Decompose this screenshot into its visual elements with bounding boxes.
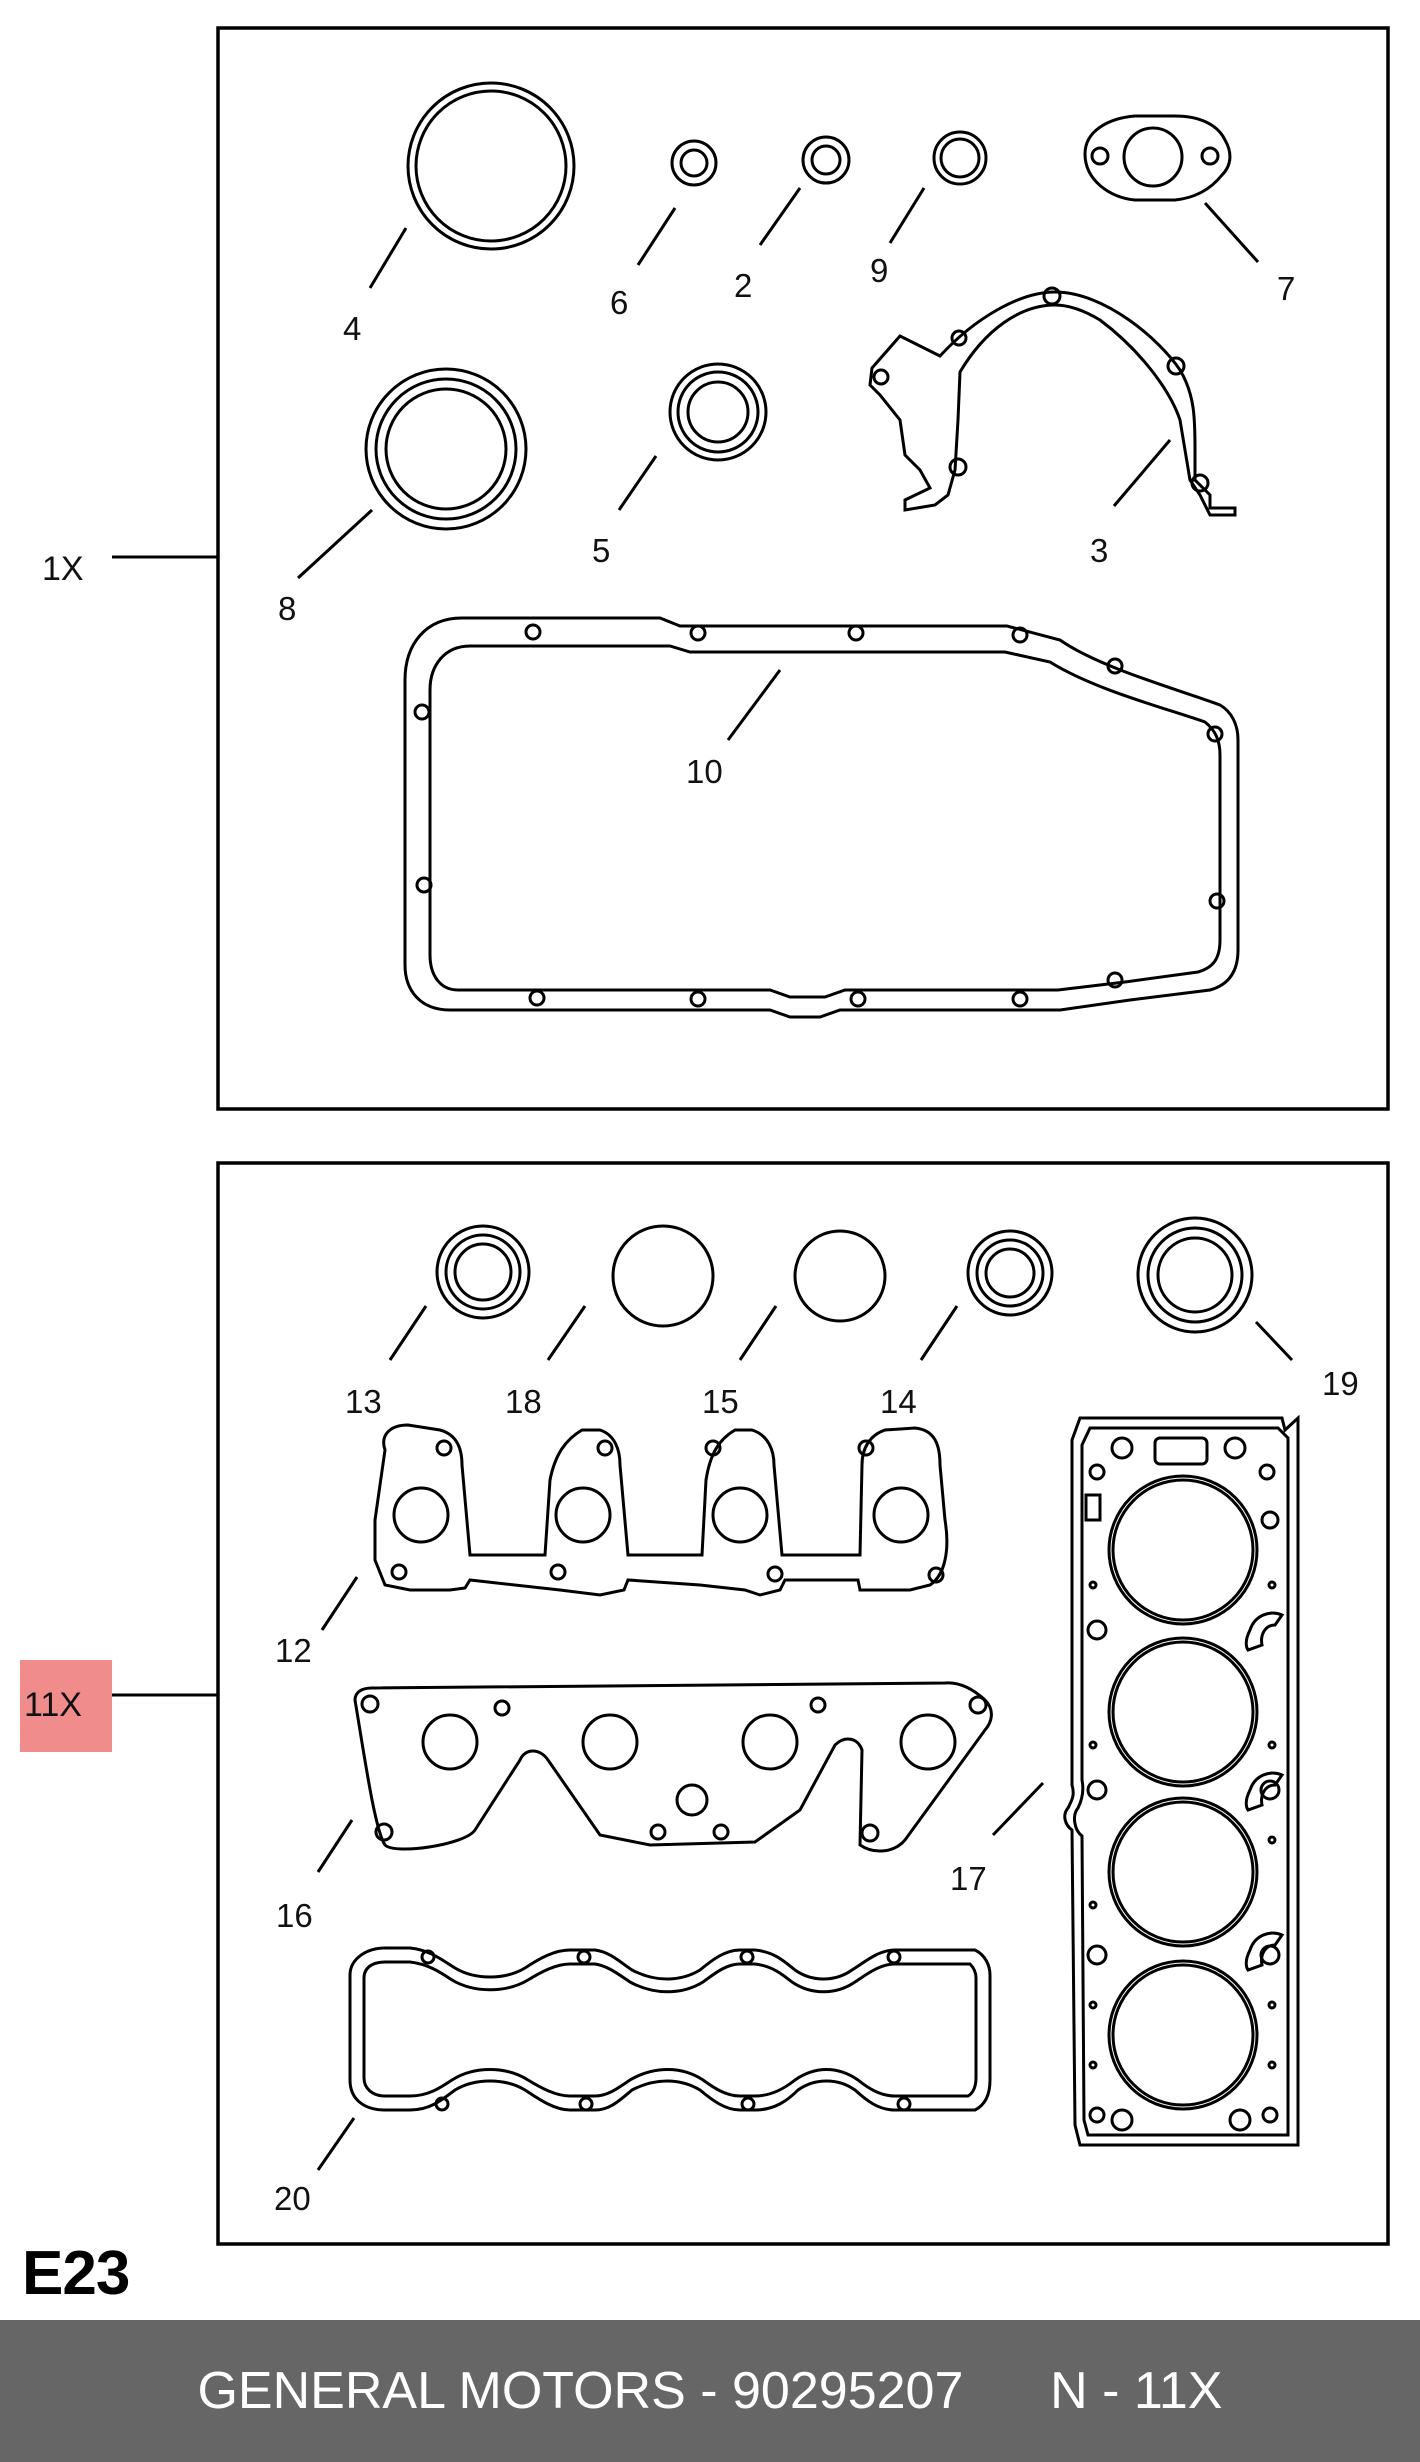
callout-16: 16: [276, 1897, 313, 1934]
footer-gap: [963, 2361, 1050, 2421]
footer-separator: -: [685, 2362, 733, 2420]
part-17-head-gasket: [991, 1414, 1300, 2147]
part-8-shaft-seal: [296, 367, 528, 580]
callout-12: 12: [275, 1632, 312, 1669]
kit-label-11x: 11X: [24, 1686, 82, 1724]
footer-qty: N - 11X: [1050, 2362, 1223, 2420]
kit-label-1x: 1X: [42, 550, 84, 588]
callout-4: 4: [343, 310, 361, 347]
footer-bar: GENERAL MOTORS - 90295207 N - 11X: [0, 2320, 1420, 2462]
part-13-seal: [388, 1224, 531, 1361]
part-19-seal: [1136, 1216, 1294, 1362]
callout-10: 10: [686, 753, 723, 790]
part-6-ring: [636, 139, 718, 266]
part-7-flange-gasket: [1083, 114, 1260, 264]
callout-8: 8: [278, 590, 296, 627]
diagram-code: E23: [22, 2239, 130, 2308]
footer-brand: GENERAL MOTORS: [197, 2362, 686, 2420]
callout-14: 14: [880, 1383, 917, 1420]
exploded-parts-diagram: 4 6 2 9 7 8 5 3 10 13 18 15 14 19 12 17 …: [24, 26, 1390, 2246]
callout-7: 7: [1277, 270, 1295, 307]
callout-9: 9: [870, 252, 888, 289]
part-18-oring: [546, 1224, 715, 1361]
callout-18: 18: [505, 1383, 542, 1420]
callout-5: 5: [592, 532, 610, 569]
part-15-oring: [738, 1229, 887, 1361]
callout-2: 2: [734, 267, 752, 304]
lower-kit-frame: [216, 1161, 1390, 2246]
callout-15: 15: [702, 1383, 739, 1420]
part-9-ring: [888, 130, 988, 244]
part-12-exhaust-gasket: [320, 1423, 949, 1631]
part-10-oilpan-gasket: [403, 616, 1240, 1019]
footer-part-number: 90295207: [732, 2362, 964, 2420]
kit-11x-highlight: [20, 1660, 112, 1752]
callout-19: 19: [1322, 1365, 1359, 1402]
callout-6: 6: [610, 284, 628, 321]
callout-13: 13: [345, 1383, 382, 1420]
part-2-ring: [758, 135, 851, 246]
callout-20: 20: [274, 2180, 311, 2217]
part-20-rocker-cover-gasket: [316, 1946, 992, 2171]
part-16-intake-gasket: [316, 1681, 993, 1873]
part-3-cover-gasket: [868, 286, 1237, 517]
part-5-seal: [617, 362, 768, 511]
callout-17: 17: [950, 1860, 987, 1897]
part-4-oring: [368, 81, 576, 289]
callout-labels: 4 6 2 9 7 8 5 3 10 13 18 15 14 19 12 17 …: [274, 252, 1359, 2217]
callout-3: 3: [1090, 532, 1108, 569]
part-14-seal: [919, 1229, 1054, 1361]
upper-kit-frame: [216, 26, 1390, 1111]
